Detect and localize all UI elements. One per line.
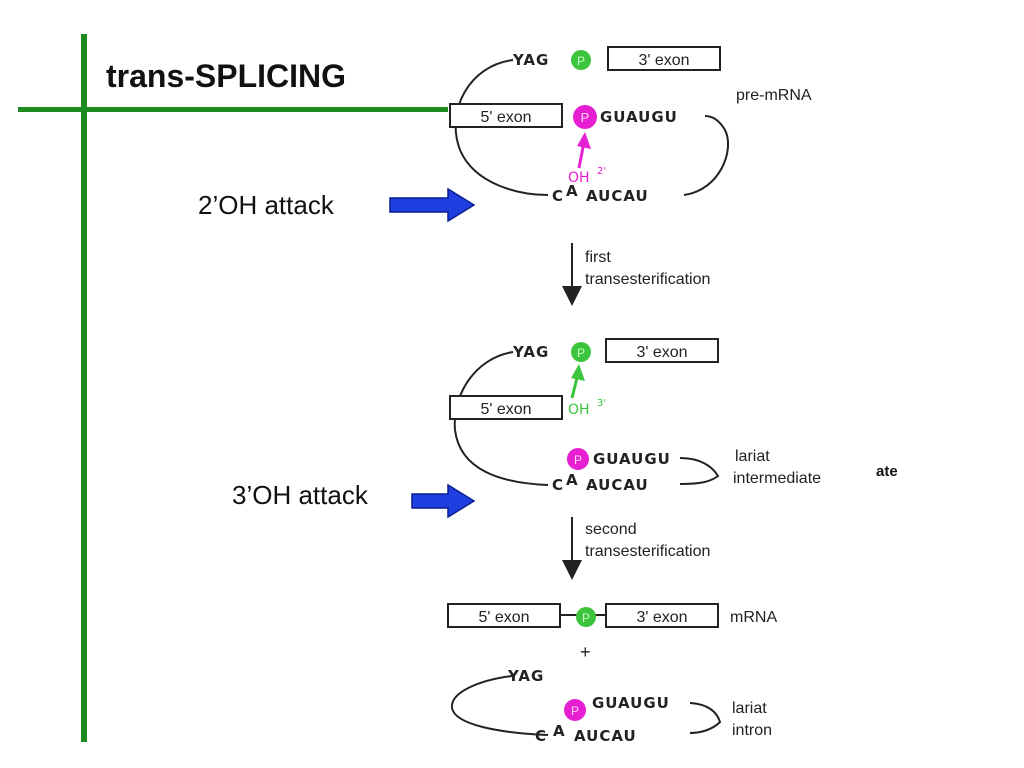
step1-line2: transesterification	[585, 271, 710, 288]
yag-label: YAG	[512, 51, 549, 69]
svg-text:P: P	[582, 611, 590, 625]
branch-a-label: A	[566, 182, 579, 200]
stage-pre-mrna: YAG P 3' exon pre-mRNA 5' exon P GUAUGU …	[449, 46, 812, 205]
oh-label: OH	[568, 402, 590, 418]
three-prime-exon-label: 3' exon	[636, 609, 687, 626]
svg-text:P: P	[577, 54, 585, 68]
step2-line2: transesterification	[585, 543, 710, 560]
guaugu-label: GUAUGU	[593, 450, 671, 468]
intron-backbone-right	[683, 115, 729, 196]
svg-text:P: P	[571, 704, 579, 718]
three-prime-exon-box	[607, 46, 721, 71]
yag-label: YAG	[507, 667, 544, 685]
three-prime-exon-box	[605, 338, 719, 363]
phosphate-green-icon	[576, 607, 596, 627]
intron-backbone-left	[454, 59, 549, 196]
three-prime-exon-box	[605, 603, 719, 628]
three-prime-exon-label: 3' exon	[638, 52, 689, 69]
branch-a-label: A	[566, 471, 579, 489]
callout-2oh-attack: 2’OH attack	[198, 190, 334, 220]
horizontal-green-rule	[18, 107, 448, 112]
lariat-loop	[689, 702, 722, 734]
phosphate-magenta-icon	[573, 105, 597, 129]
step2-line1: second	[585, 521, 637, 538]
stage-lariat-intermediate: YAG P 3' exon 5' exon OH 3' P GUAUGU C A…	[449, 338, 898, 494]
stage-products: 5' exon P 3' exon mRNA + YAG P GUAUGU C …	[447, 603, 777, 745]
intermediate-label: intermediate	[733, 470, 821, 487]
callout-3oh-attack: 3’OH attack	[232, 480, 368, 510]
c-label: C	[552, 187, 564, 205]
c-label: C	[535, 727, 547, 745]
aucau-label: AUCAU	[586, 476, 649, 494]
lariat-loop	[679, 457, 720, 485]
svg-text:P: P	[577, 346, 585, 360]
aucau-label: AUCAU	[586, 187, 649, 205]
overlay-fragment-label: ate	[876, 463, 898, 480]
phosphate-magenta-icon	[567, 448, 589, 470]
svg-text:P: P	[581, 110, 590, 125]
guaugu-label: GUAUGU	[592, 694, 670, 712]
vertical-green-rule	[81, 34, 87, 742]
yag-label: YAG	[512, 343, 549, 361]
phosphate-green-icon	[571, 342, 591, 362]
aucau-label: AUCAU	[574, 727, 637, 745]
slide-title: trans-SPLICING	[106, 58, 347, 94]
svg-text:3': 3'	[597, 398, 606, 409]
mrna-label: mRNA	[730, 609, 777, 626]
svg-text:2': 2'	[597, 166, 606, 177]
intron-label: intron	[732, 722, 772, 739]
blue-arrow-icon	[411, 483, 476, 519]
phosphate-green-icon	[571, 50, 591, 70]
five-prime-exon-label: 5' exon	[480, 109, 531, 126]
lariat-label: lariat	[735, 448, 770, 465]
oh-label: OH	[568, 170, 590, 186]
pre-mrna-label: pre-mRNA	[736, 87, 812, 104]
three-prime-exon-label: 3' exon	[636, 344, 687, 361]
blue-arrow-icon	[389, 187, 476, 223]
intron-backbone	[453, 351, 549, 486]
five-prime-exon-label: 5' exon	[478, 609, 529, 626]
step1-line1: first	[585, 249, 611, 266]
five-prime-exon-label: 5' exon	[480, 401, 531, 418]
intron-backbone	[450, 675, 549, 736]
plus-sign: +	[580, 642, 591, 662]
lariat-label: lariat	[732, 700, 767, 717]
branch-a-label: A	[553, 722, 566, 740]
svg-text:P: P	[574, 453, 582, 467]
phosphate-magenta-icon	[564, 699, 586, 721]
five-prime-exon-box	[449, 103, 563, 128]
c-label: C	[552, 476, 564, 494]
guaugu-label: GUAUGU	[600, 108, 678, 126]
five-prime-exon-box	[449, 395, 563, 420]
